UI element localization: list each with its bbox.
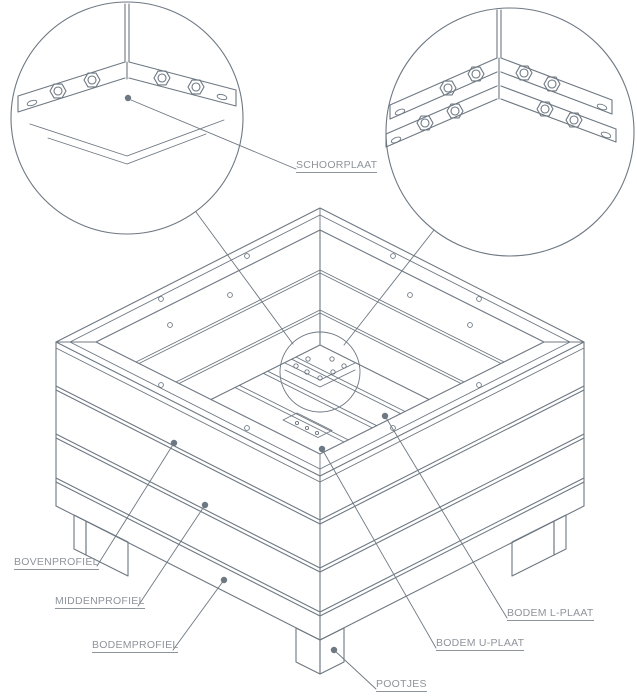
- hex-bolt-icon: [446, 103, 464, 119]
- screw-icon: [244, 425, 250, 431]
- plank-grooves-right: [319, 385, 585, 617]
- plate-hole: [394, 108, 406, 116]
- corner-post-left-detail: [124, 3, 130, 63]
- plank-chamfer: [55, 347, 321, 483]
- corner-post-right-detail: [496, 9, 502, 100]
- outer-wall-right: [319, 341, 585, 641]
- screw-icon: [167, 322, 173, 328]
- wall-edges: [55, 341, 321, 641]
- hex-bolt-icon: [83, 72, 101, 88]
- screw-icon: [476, 382, 482, 388]
- hex-bolt-icon: [187, 79, 205, 95]
- floor-planks: [234, 356, 406, 443]
- planter-box: [55, 207, 585, 675]
- hex-bolt-icon: [536, 101, 554, 117]
- screw-icon: [476, 296, 482, 302]
- screw-icon: [390, 425, 396, 431]
- hex-bolt-icon: [153, 70, 171, 86]
- detail-marker-circle: [279, 331, 361, 413]
- lower-plate: [385, 85, 617, 148]
- upper-plate: [389, 57, 613, 120]
- bodem-u-plaat-part: [282, 412, 333, 438]
- hex-bolt-icon: [543, 76, 561, 92]
- leader-bodem-l-plaat: [381, 412, 508, 619]
- leader-schoorplaat: [124, 94, 297, 170]
- screw-icon: [407, 292, 413, 298]
- label-bodem-l-plaat: BODEM L-PLAAT: [507, 607, 594, 621]
- detail-view-left: [10, 1, 244, 235]
- hex-bolt-icon: [49, 83, 67, 99]
- foot-left: [73, 514, 129, 577]
- corner-bracket: [284, 356, 356, 388]
- hex-bolt-icon: [439, 80, 457, 96]
- foot-right: [511, 514, 567, 577]
- leader-pootjes: [330, 646, 377, 690]
- plate-hole: [600, 131, 612, 139]
- inner-wall-left-planks: [135, 269, 321, 384]
- screw-icon: [227, 292, 233, 298]
- hex-bolt-icon: [416, 115, 434, 131]
- plank-chamfer: [319, 347, 585, 483]
- plate-hole: [26, 99, 38, 107]
- screw-icon: [158, 296, 164, 302]
- label-bodem-u-plaat: BODEM U-PLAAT: [436, 637, 525, 651]
- screw-icon: [244, 253, 250, 259]
- label-bodemprofiel: BODEMPROFIEL: [92, 639, 179, 653]
- inner-wall-right-planks: [319, 269, 505, 384]
- detail-connector-lines: [195, 211, 435, 346]
- outer-wall-left: [55, 341, 321, 641]
- label-schoorplaat: SCHOORPLAAT: [296, 159, 378, 173]
- detail-view-right: [385, 7, 635, 257]
- leader-bovenprofiel: [96, 439, 178, 567]
- detail-circle-left: [10, 1, 244, 235]
- floor-back-edges: [210, 344, 430, 401]
- label-middenprofiel: MIDDENPROFIEL: [55, 595, 145, 609]
- leader-middenprofiel: [137, 501, 209, 607]
- feet: [73, 514, 567, 675]
- plank-grooves-left: [55, 385, 321, 617]
- plate-hole: [216, 93, 228, 101]
- wall-edges-left-detail: [29, 119, 225, 165]
- screw-icon: [390, 253, 396, 259]
- plate-hole: [596, 103, 608, 111]
- foot-front: [295, 627, 345, 675]
- hex-bolt-icon: [565, 112, 583, 128]
- label-bovenprofiel: BOVENPROFIEL: [14, 556, 99, 570]
- plate-hole: [390, 136, 402, 144]
- detail-circle-right: [385, 7, 635, 257]
- hex-bolt-icon: [467, 66, 485, 82]
- label-pootjes: POOTJES: [376, 678, 427, 692]
- schoorplaat-plate: [17, 61, 237, 113]
- hex-bolt-icon: [515, 65, 533, 81]
- interior: [135, 229, 505, 443]
- leader-bodemprofiel: [172, 576, 228, 651]
- screw-icon: [158, 382, 164, 388]
- leader-bodem-u-plaat: [318, 445, 437, 649]
- leader-lines: [96, 94, 508, 690]
- screw-icon: [467, 322, 473, 328]
- rim-corner-joints: [55, 207, 585, 477]
